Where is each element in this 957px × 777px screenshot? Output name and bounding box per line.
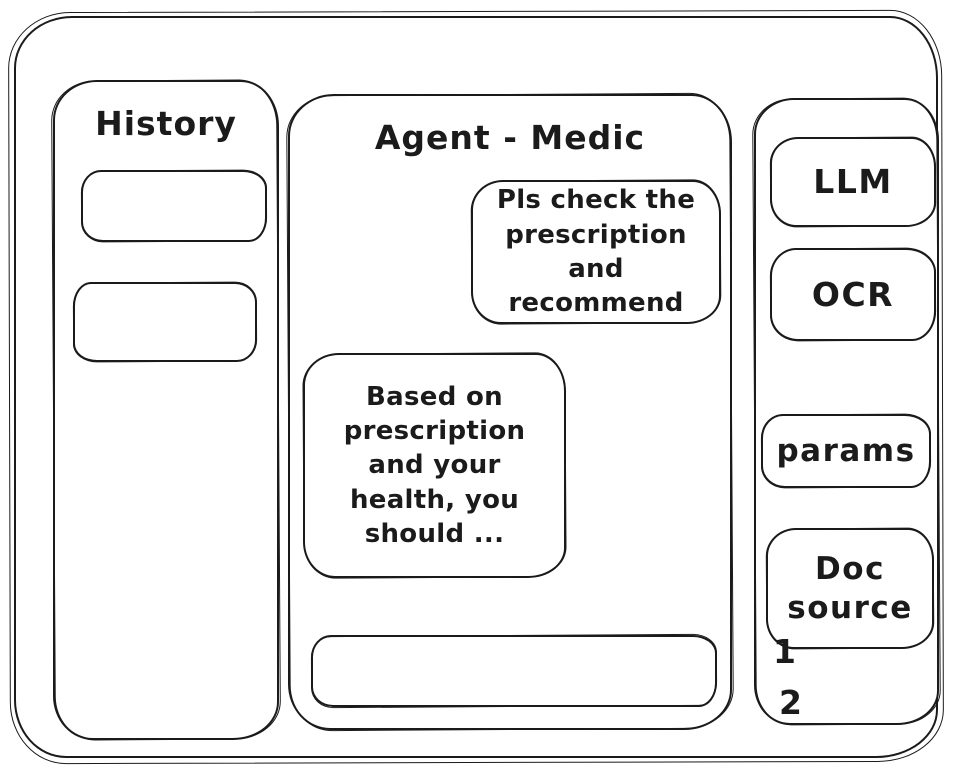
chat-input[interactable]: [311, 635, 717, 707]
doc-source-button[interactable]: Doc source: [766, 528, 934, 649]
history-title: History: [95, 104, 237, 143]
chat-title: Agent - Medic: [374, 118, 646, 157]
llm-button[interactable]: LLM: [770, 137, 936, 227]
user-message-text: Pls check the prescription and recommend: [496, 185, 696, 319]
assistant-message-text: Based on prescription and your health, y…: [343, 381, 526, 549]
ocr-button[interactable]: OCR: [770, 248, 936, 341]
history-item-1[interactable]: [81, 170, 267, 242]
assistant-message-bubble: Based on prescription and your health, y…: [303, 353, 566, 578]
chat-panel: Agent - Medic Pls check the prescription…: [288, 94, 732, 730]
history-item-2[interactable]: [73, 282, 257, 362]
history-panel: History: [53, 80, 279, 740]
user-message-bubble: Pls check the prescription and recommend: [471, 180, 721, 324]
tools-panel: LLM OCR params Doc source 1 2: [754, 98, 939, 725]
params-button[interactable]: params: [761, 414, 931, 488]
doc-source-item-1[interactable]: 1: [773, 632, 796, 671]
doc-source-item-2[interactable]: 2: [779, 683, 802, 722]
app-window: History Agent - Medic Pls check the pres…: [14, 16, 939, 758]
